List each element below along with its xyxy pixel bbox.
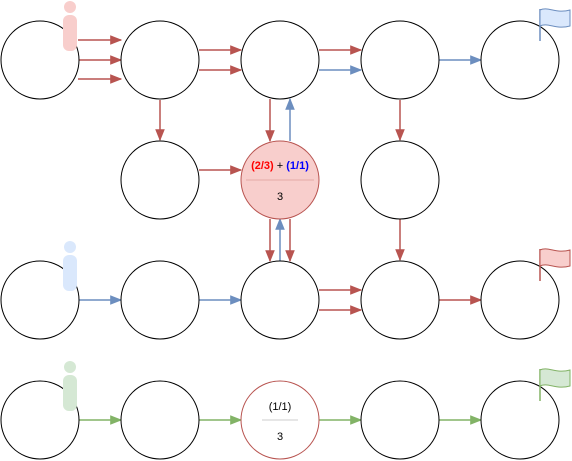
red-term: (2/3) (251, 160, 274, 172)
node (0, 260, 80, 340)
person-icon (63, 361, 77, 411)
node (120, 260, 200, 340)
node (360, 20, 440, 100)
edges-row-1 (78, 35, 483, 84)
node (240, 20, 320, 100)
edges-row-3 (79, 285, 483, 315)
node (360, 260, 440, 340)
node (120, 20, 200, 100)
node (0, 20, 80, 100)
node (480, 260, 560, 340)
flag-icon (539, 248, 571, 281)
green-numerator: (1/1) (269, 401, 292, 413)
node (240, 260, 320, 340)
person-icon (63, 241, 77, 291)
flag-icon (539, 368, 571, 401)
person-icon (63, 1, 77, 51)
flag-icon (539, 8, 571, 41)
blue-term: (1/1) (286, 160, 309, 172)
node (360, 380, 440, 460)
node (0, 380, 80, 460)
node (480, 20, 560, 100)
plus-sign: + (274, 160, 287, 172)
edges-vertical (155, 97, 405, 263)
green-denominator: 3 (277, 431, 283, 443)
svg-text:(2/3) + (1/1): (2/3) + (1/1) (251, 160, 309, 172)
node (360, 140, 440, 220)
center-denominator: 3 (277, 191, 283, 203)
node (120, 380, 200, 460)
green-node-label: (1/1) 3 (262, 401, 298, 443)
center-node-label: (2/3) + (1/1) 3 (246, 160, 314, 203)
node (480, 380, 560, 460)
node (120, 140, 200, 220)
